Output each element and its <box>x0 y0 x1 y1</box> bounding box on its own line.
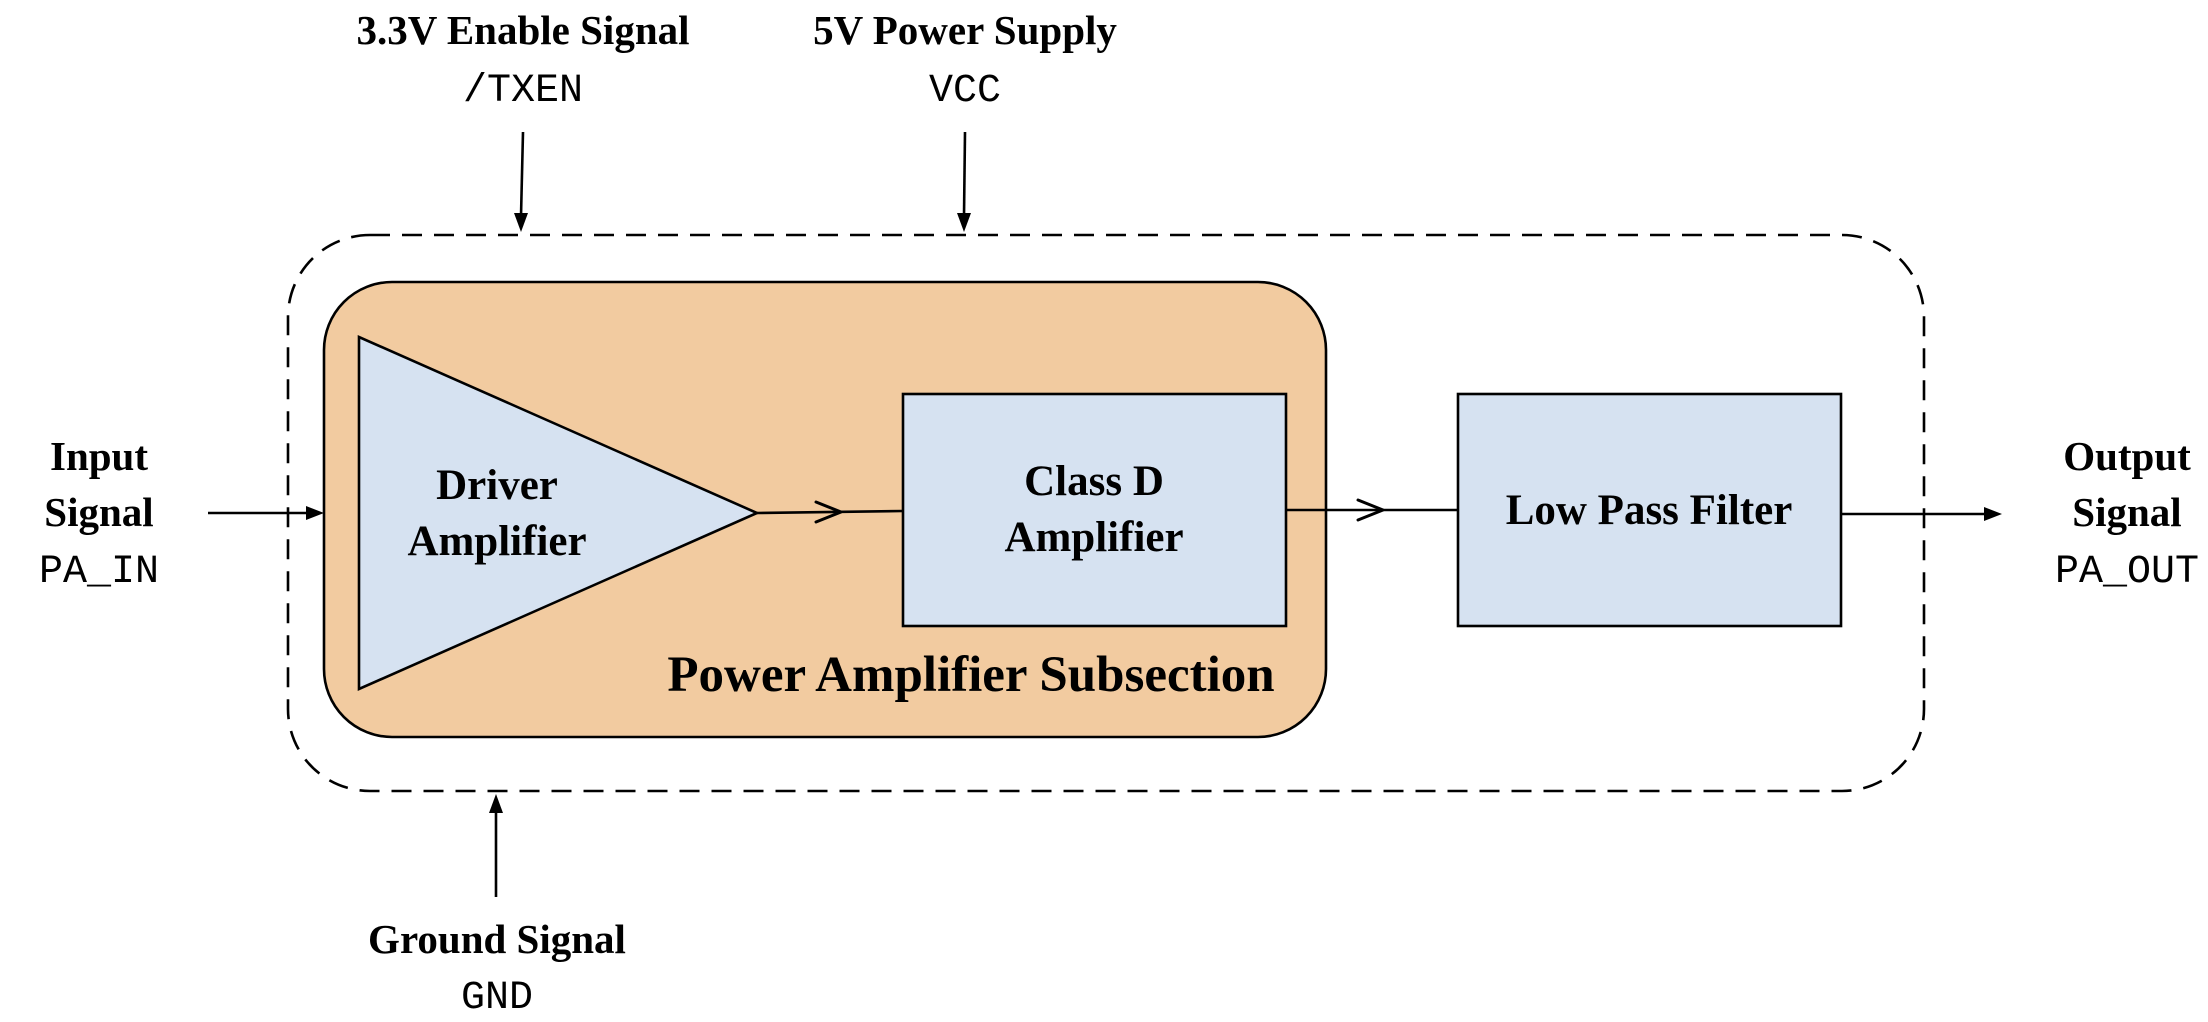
class-d-amplifier-block <box>901 392 1288 628</box>
output-signal-code: PA_OUT <box>2055 550 2199 595</box>
class-d-amplifier-label-line1: Class D <box>1024 458 1164 505</box>
low-pass-filter-block <box>1456 392 1843 628</box>
ground-arrow-icon <box>489 794 503 813</box>
power-line <box>962 131 967 217</box>
enable-arrow-icon <box>514 213 528 232</box>
output-signal-title-line2: Signal <box>2072 489 2181 535</box>
ground-signal-title: Ground Signal <box>368 916 626 962</box>
ground-signal-code: GND <box>461 976 533 1021</box>
power-arrow-icon <box>957 213 971 232</box>
driver-to-classd-line <box>756 509 904 515</box>
enable-signal-title: 3.3V Enable Signal <box>356 7 689 53</box>
input-signal-title-line1: Input <box>50 433 148 479</box>
input-signal-title-line2: Signal <box>44 489 153 535</box>
driver-amplifier-label-line2: Amplifier <box>407 518 586 565</box>
input-signal-code: PA_IN <box>39 550 159 595</box>
driver-to-classd-arrow-icon <box>814 500 843 524</box>
input-arrow-icon <box>306 506 324 520</box>
enable-line <box>519 131 525 217</box>
driver-amplifier-triangle <box>357 335 761 691</box>
driver-amplifier-label-line1: Driver <box>436 462 558 509</box>
output-arrow-icon <box>1984 507 2002 521</box>
low-pass-filter-label: Low Pass Filter <box>1506 487 1793 534</box>
subsection-label: Power Amplifier Subsection <box>667 647 1274 703</box>
class-d-amplifier-label-line2: Amplifier <box>1004 514 1183 561</box>
enable-signal-code: /TXEN <box>463 69 583 114</box>
output-signal-title-line1: Output <box>2063 433 2191 479</box>
power-supply-code: VCC <box>929 69 1001 114</box>
power-supply-title: 5V Power Supply <box>813 7 1117 53</box>
classd-to-lpf-arrow-icon <box>1356 498 1385 522</box>
